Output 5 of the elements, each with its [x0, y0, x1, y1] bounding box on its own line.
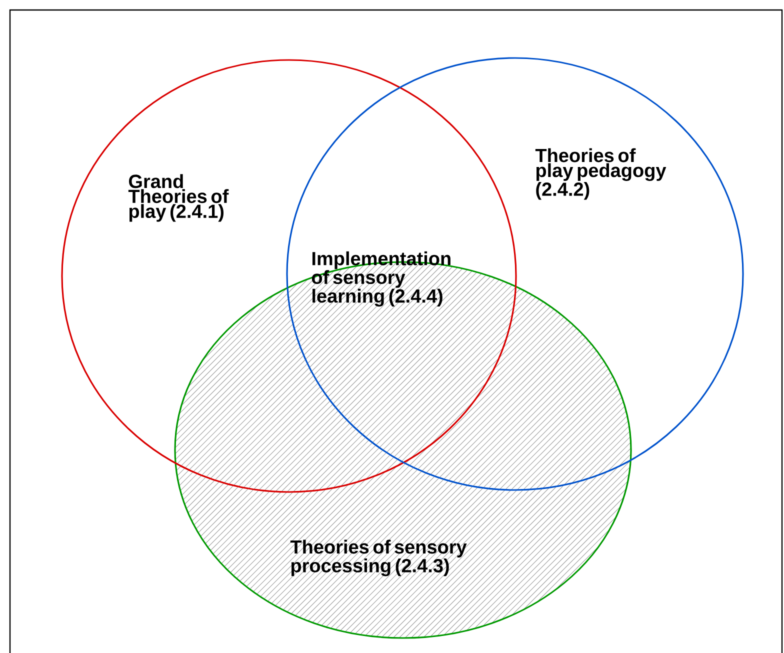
circle-label: Theories of sensory processing (2.4.3)	[290, 540, 467, 576]
circle-label: Theories of play pedagogy (2.4.2)	[535, 148, 666, 200]
circle-label: Grand Theories of play (2.4.1)	[128, 174, 229, 222]
circle	[286, 57, 744, 491]
circle	[61, 59, 517, 493]
